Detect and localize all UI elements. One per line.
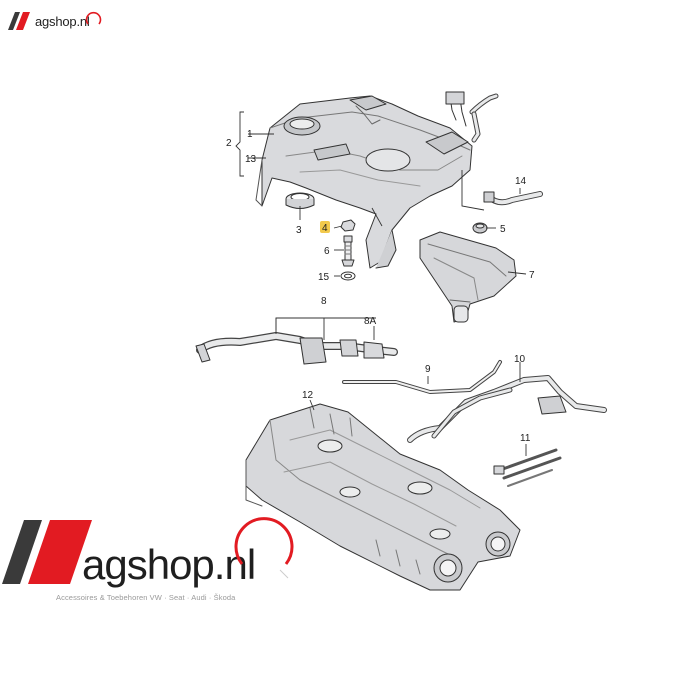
logo-ring-icon [85,11,101,25]
logo-mark-icon [8,12,30,30]
brand-logo-text: agshop.nl [82,541,256,588]
engine-cover[interactable] [255,95,473,269]
callout-15[interactable]: 15 [318,272,330,283]
callout-2[interactable]: 2 [226,138,232,149]
grommet-5[interactable] [472,222,488,234]
callout-8[interactable]: 8 [321,296,327,307]
stud-bolt-6[interactable] [341,235,355,267]
callout-11[interactable]: 11 [520,433,531,444]
callout-1[interactable]: 1 [247,129,253,140]
header-logo[interactable]: agshop.nl [8,10,104,32]
callout-8a[interactable]: 8A [364,316,377,327]
hose-9[interactable] [342,360,502,394]
callout-4[interactable]: 4 [322,223,328,234]
o-ring-15[interactable] [340,271,356,281]
brand-ring-icon [234,517,294,579]
hose-assembly-8[interactable] [195,332,398,365]
bracket-7[interactable] [419,231,517,323]
breather-hose-top[interactable] [445,91,499,143]
header-logo-text: agshop.nl [35,13,90,29]
cylinder-head-cover-12[interactable] [245,403,521,591]
hose-10[interactable] [407,375,607,443]
nut-4[interactable] [340,219,356,232]
callout-10[interactable]: 10 [514,354,526,365]
callout-4-highlight [320,221,330,233]
seal-ring-3[interactable] [285,192,315,209]
vent-hose-14[interactable] [483,191,543,206]
callout-3[interactable]: 3 [296,225,302,236]
callout-numbers: 2 1 13 3 4 6 15 5 14 7 8 8A 9 10 11 12 [226,129,535,444]
callout-6[interactable]: 6 [324,246,330,257]
leader-lines [235,111,527,456]
callout-5[interactable]: 5 [500,224,506,235]
callout-14[interactable]: 14 [515,176,527,187]
brand-logo[interactable]: agshop.nl [2,508,302,608]
callout-13[interactable]: 13 [245,154,257,165]
callout-12[interactable]: 12 [302,390,314,401]
brand-mark-icon [2,520,92,584]
callout-9[interactable]: 9 [425,364,431,375]
callout-7[interactable]: 7 [529,270,535,281]
brand-tagline: Accessoires & Toebehoren VW · Seat · Aud… [56,593,236,602]
hose-clips-11[interactable] [493,448,562,487]
